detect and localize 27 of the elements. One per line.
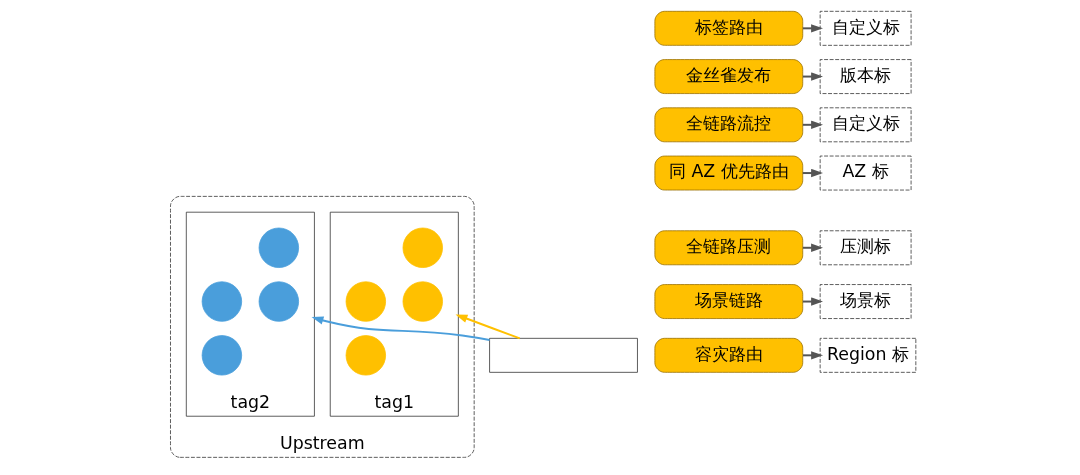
node-box (489, 337, 638, 373)
cluster: tag1 (329, 211, 459, 417)
node-box: 自定义标 (819, 107, 912, 143)
node-circle (258, 281, 299, 322)
node-box: 容灾路由 (654, 337, 804, 373)
node-box: 标签路由 (654, 10, 804, 46)
node-box: 全链路流控 (654, 107, 804, 143)
node-box: 全链路压测 (654, 230, 804, 266)
node-box: 同 AZ 优先路由 (654, 155, 804, 191)
node-box: 版本标 (819, 59, 912, 94)
node-circle (201, 335, 243, 376)
node-box: 压测标 (819, 230, 912, 266)
node-circle (402, 227, 443, 268)
node-circle (402, 281, 443, 322)
node-circle (258, 227, 299, 268)
node-circle (201, 281, 243, 322)
node-box: AZ 标 (819, 155, 912, 191)
arrow (311, 316, 491, 341)
arrow (455, 314, 521, 340)
node-box: 场景链路 (654, 284, 804, 319)
cluster: tag2 (185, 211, 315, 417)
node-box: Region 标 (819, 337, 917, 373)
node-circle (345, 281, 386, 322)
node-circle (345, 335, 386, 376)
node-box: 金丝雀发布 (654, 59, 804, 94)
node-box: 自定义标 (819, 10, 912, 46)
node-box: 场景标 (819, 284, 912, 319)
